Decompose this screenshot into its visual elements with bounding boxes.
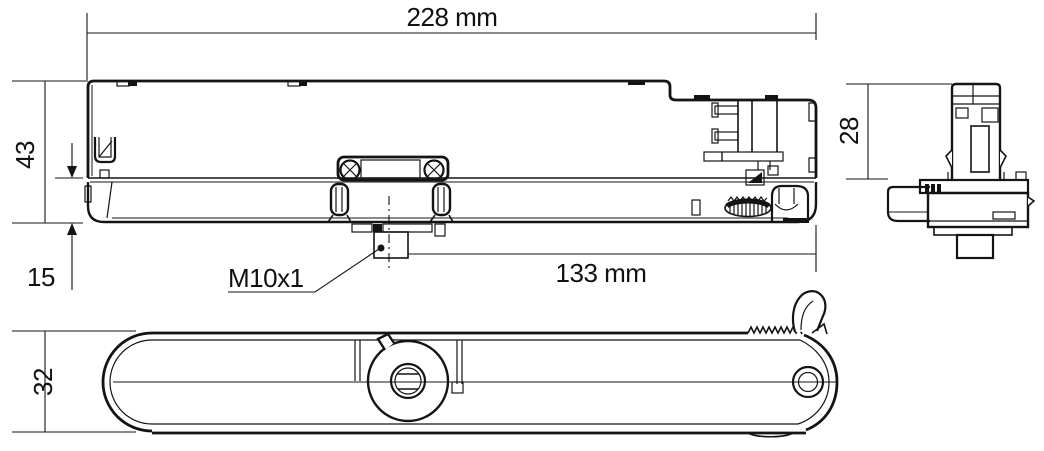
leader-dot bbox=[377, 244, 385, 252]
dimension-stud-to-end: 133 mm bbox=[408, 225, 817, 288]
end-hole bbox=[791, 365, 825, 399]
release-latch bbox=[791, 290, 828, 335]
dim-label-height-below-track: 15 bbox=[27, 262, 55, 292]
dim-label-height-total: 43 bbox=[10, 141, 40, 169]
dimension-thread-callout: M10x1 bbox=[228, 244, 385, 293]
electrical-contact-detail bbox=[703, 100, 816, 186]
dim-label-body-width: 32 bbox=[28, 368, 58, 396]
end-view bbox=[886, 82, 1036, 260]
bottom-view bbox=[101, 290, 839, 438]
dimension-height-total: 43 bbox=[10, 80, 88, 224]
screw-slot bbox=[397, 373, 419, 390]
dimension-end-width: 28 bbox=[834, 83, 952, 180]
screw-right bbox=[423, 159, 445, 181]
dimension-overall-length: 228 mm bbox=[86, 2, 817, 80]
dim-label-stud-to-end: 133 mm bbox=[556, 258, 647, 288]
dim-label-thread: M10x1 bbox=[228, 263, 304, 293]
dim-label-overall-length: 228 mm bbox=[407, 2, 498, 32]
screw-left bbox=[339, 159, 361, 181]
mounting-hook-detail bbox=[93, 137, 117, 164]
dimension-height-below-track: 15 bbox=[27, 143, 83, 292]
side-view bbox=[84, 79, 818, 272]
rotary-lock-knob bbox=[366, 332, 450, 423]
threaded-stud bbox=[373, 231, 409, 259]
track-clamp-detail bbox=[327, 155, 454, 223]
dimension-body-width: 32 bbox=[12, 330, 136, 433]
thumbwheel-detail bbox=[724, 196, 772, 218]
dim-label-end-width: 28 bbox=[834, 117, 864, 145]
lock-housing-detail bbox=[770, 184, 810, 223]
